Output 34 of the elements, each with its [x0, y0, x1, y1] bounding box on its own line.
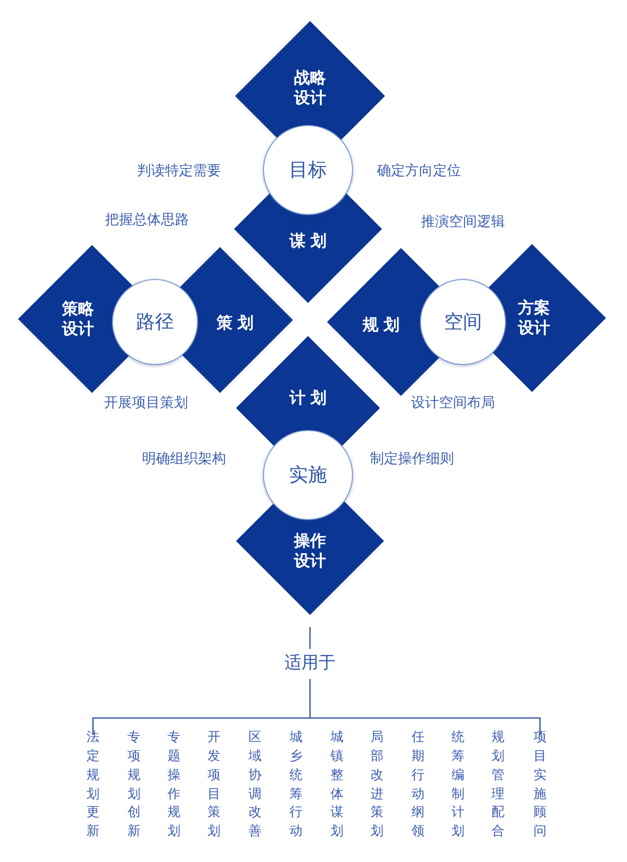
vertical-label: 任期行动纲领	[412, 729, 424, 842]
vertical-label: 规划管理配合	[492, 729, 504, 842]
diamond-label: 操作设计	[292, 531, 327, 571]
diamond-label: 策划	[216, 313, 258, 333]
diamond-label: 计划	[290, 388, 332, 408]
vertical-label: 统筹编制计划	[452, 729, 464, 842]
vertical-label: 开发项目策划	[208, 729, 220, 842]
side-note: 开展项目策划	[104, 394, 188, 412]
side-note: 明确组织架构	[142, 450, 226, 468]
vertical-label: 项目实施顾问	[534, 729, 546, 842]
diamond-label: 战略设计	[292, 68, 327, 108]
connector-line	[309, 627, 311, 649]
diamond-label: 方案设计	[516, 298, 551, 338]
vertical-label: 专题操作规划	[168, 729, 180, 842]
vertical-label: 城乡统筹行动	[290, 729, 302, 842]
circle-label: 目标	[289, 158, 327, 183]
side-note: 推演空间逻辑	[421, 213, 505, 231]
vertical-label: 法定规划更新	[86, 729, 100, 842]
diamond-label: 谋划	[290, 231, 332, 251]
diamond-label: 策略设计	[60, 299, 95, 339]
vertical-label: 局部改进策划	[370, 729, 384, 842]
side-note: 把握总体思路	[105, 211, 189, 229]
vertical-label: 城镇整体谋划	[330, 729, 344, 842]
circle-label: 路径	[136, 310, 174, 335]
side-note: 判读特定需要	[137, 162, 221, 180]
circle-label: 空间	[444, 310, 482, 335]
heading-text: 适用于	[284, 652, 336, 674]
side-note: 设计空间布局	[411, 394, 495, 412]
circle-label: 实施	[289, 463, 327, 488]
side-note: 确定方向定位	[377, 162, 461, 180]
side-note: 制定操作细则	[370, 450, 454, 468]
diamond-label: 规划	[362, 315, 404, 335]
vertical-label: 专项规划创新	[128, 729, 140, 842]
vertical-label: 区域协调改善	[248, 729, 262, 842]
